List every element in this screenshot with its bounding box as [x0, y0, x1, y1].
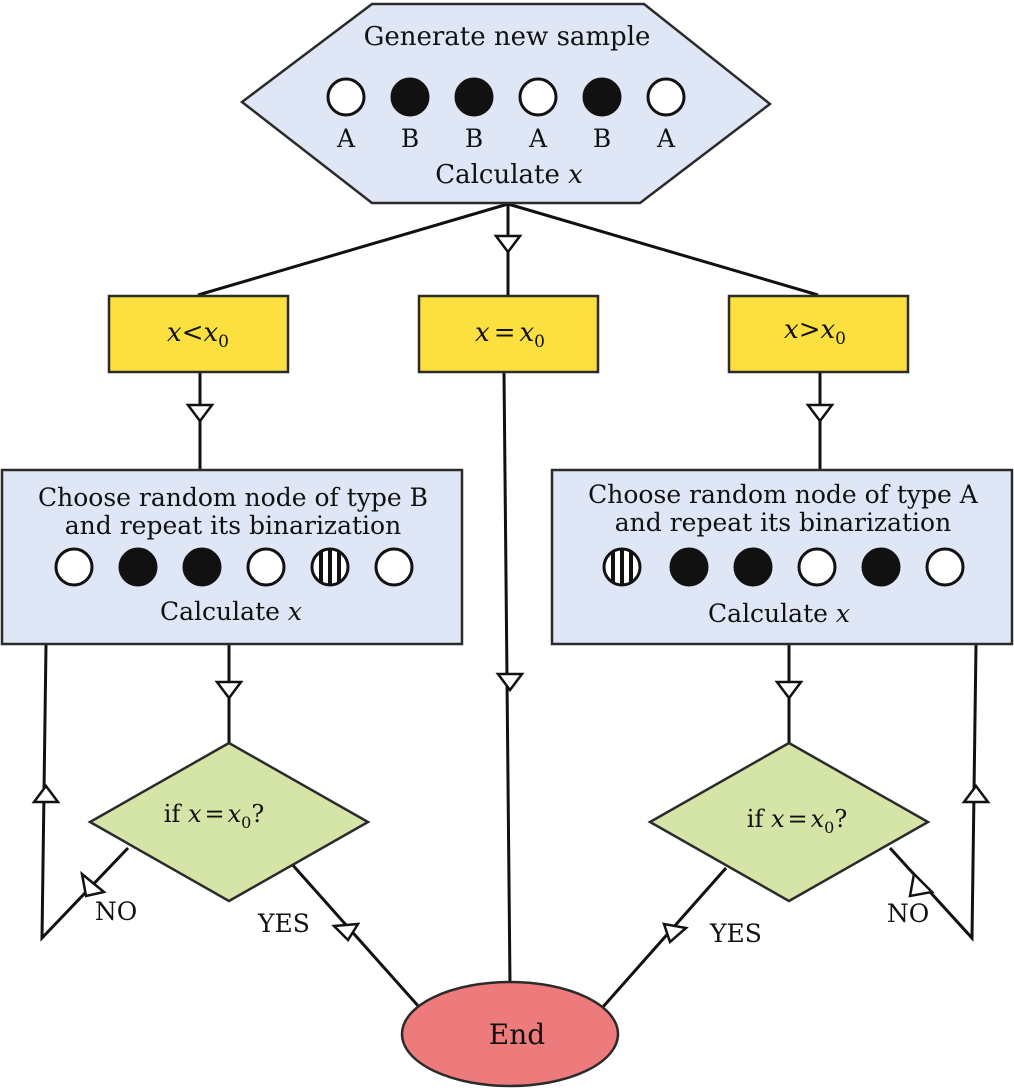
- condition-greater-label: x>x0: [784, 315, 846, 349]
- left-yes-label: YES: [257, 909, 310, 938]
- left-calculate-label: Calculate x: [160, 597, 302, 626]
- edge-right-yes-to-end: [600, 867, 728, 1009]
- filled-node-icon: [861, 547, 901, 587]
- right-yes-label: YES: [709, 919, 762, 948]
- left-process-line1: Choose random node of type B: [38, 483, 428, 512]
- filled-node-icon: [182, 547, 222, 587]
- empty-node-icon: [54, 547, 94, 587]
- arrow-down-greater-icon: [805, 403, 835, 424]
- right-process-line1: Choose random node of type A: [588, 480, 979, 509]
- generate-title: Generate new sample: [364, 22, 651, 52]
- arrow-down-equal-icon: [493, 234, 523, 255]
- filled-node-icon: [454, 77, 494, 117]
- left-decision-node: if x=x0?: [87, 741, 371, 903]
- condition-less-label: x<x0: [167, 318, 229, 352]
- end-node: End: [400, 980, 620, 1088]
- condition-less-node: x<x0: [107, 294, 290, 374]
- filled-node-icon: [118, 547, 158, 587]
- node-type-label: A: [656, 124, 676, 153]
- arrow-up-left-loop-icon: [31, 783, 61, 804]
- empty-node-icon: [646, 77, 686, 117]
- left-decision-diamond: [87, 741, 371, 903]
- right-process-line2: and repeat its binarization: [615, 508, 951, 537]
- node-type-label: B: [401, 124, 419, 153]
- right-no-label: NO: [887, 899, 929, 928]
- filled-node-icon: [669, 547, 709, 587]
- edge-left-no-loop: [40, 644, 130, 942]
- node-type-label: A: [528, 124, 548, 153]
- node-type-label: A: [336, 124, 356, 153]
- edge-left-yes-to-end: [288, 861, 422, 1009]
- empty-node-icon: [326, 77, 366, 117]
- arrow-left-yes-icon: [331, 922, 361, 942]
- arrow-right-yes-icon: [662, 922, 689, 945]
- arrow-left-no-icon: [80, 870, 107, 898]
- arrow-down-left-decision-icon: [214, 680, 244, 701]
- end-oval: [400, 980, 620, 1088]
- left-sample-nodes: [54, 547, 414, 587]
- filled-node-icon: [733, 547, 773, 587]
- empty-node-icon: [797, 547, 837, 587]
- node-type-label: B: [465, 124, 483, 153]
- generate-sample-node: Generate new sample A B B A B A Calculate x: [239, 2, 773, 205]
- condition-equal-box: [417, 294, 600, 374]
- condition-greater-node: x>x0: [727, 294, 910, 374]
- right-process-node: Choose random node of type A and repeat …: [550, 468, 1014, 646]
- right-sample-nodes: [602, 547, 965, 587]
- right-decision-node: if x=x0?: [647, 741, 931, 903]
- empty-node-icon: [925, 547, 965, 587]
- empty-node-icon: [518, 77, 558, 117]
- condition-equal-label: x=x0: [475, 318, 545, 352]
- condition-greater-box: [727, 294, 910, 374]
- condition-less-box: [107, 294, 290, 374]
- empty-node-icon: [374, 547, 414, 587]
- filled-node-icon: [582, 77, 622, 117]
- right-decision-label: if x=x0?: [747, 805, 847, 837]
- arrow-down-right-decision-icon: [774, 680, 804, 701]
- arrow-down-less-icon: [185, 403, 215, 424]
- edge-right-no-loop: [888, 644, 978, 942]
- arrow-down-end-icon: [495, 672, 525, 693]
- empty-node-icon: [246, 547, 286, 587]
- node-type-label: B: [593, 124, 611, 153]
- left-decision-label: if x=x0?: [164, 800, 264, 832]
- filled-node-icon: [390, 77, 430, 117]
- hexagon-shape: [239, 2, 773, 205]
- left-no-label: NO: [95, 897, 137, 926]
- arrow-right-no-icon: [908, 871, 935, 898]
- arrowheads: [31, 234, 991, 945]
- edge-top-to-greater: [507, 202, 819, 297]
- left-process-line2: and repeat its binarization: [65, 511, 401, 540]
- end-label: End: [489, 1018, 545, 1051]
- right-calculate-label: Calculate x: [708, 599, 850, 628]
- top-calculate-label: Calculate x: [435, 160, 583, 190]
- arrow-up-right-loop-icon: [961, 783, 991, 804]
- left-process-node: Choose random node of type B and repeat …: [0, 468, 464, 646]
- condition-equal-node: x=x0: [417, 294, 600, 374]
- edge-top-to-less: [197, 202, 509, 297]
- right-decision-diamond: [647, 741, 931, 903]
